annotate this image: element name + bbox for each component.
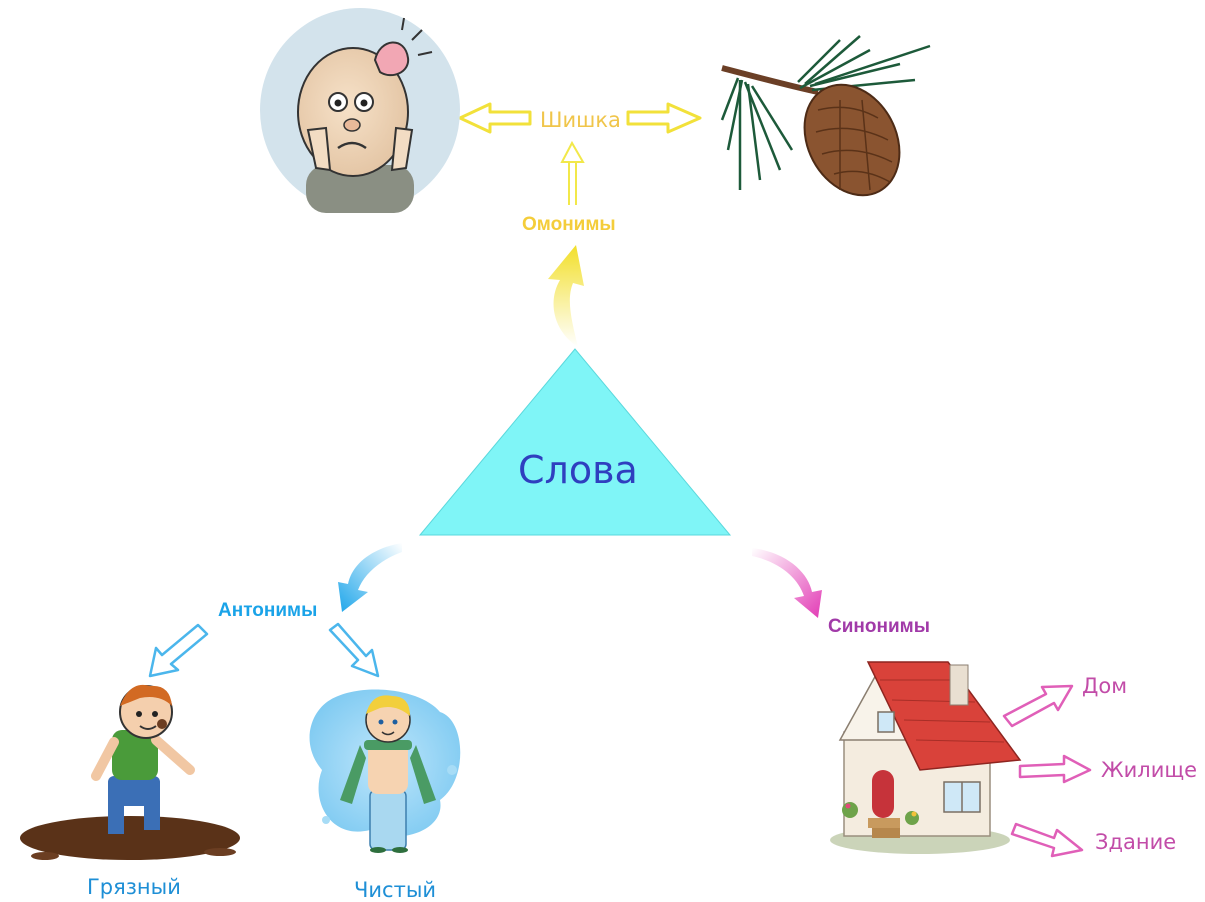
homonyms-label: Омонимы — [522, 214, 616, 235]
homonyms-up-arrow — [560, 140, 585, 205]
shishka-right-arrow — [626, 102, 702, 134]
center-triangle — [418, 348, 732, 536]
center-label: Слова — [518, 448, 638, 492]
synonym-word-dom: Дом — [1082, 674, 1128, 698]
muddy-boy-illustration — [20, 684, 240, 860]
house-arrow-zhilische — [1018, 754, 1092, 784]
antonyms-right-arrow — [328, 622, 380, 678]
house-arrow-dom — [1002, 684, 1074, 728]
homonym-word-shishka: Шишка — [540, 108, 621, 132]
synonyms-label: Синонимы — [828, 616, 930, 637]
antonyms-label: Антонимы — [218, 600, 318, 621]
pine-cone-illustration — [720, 35, 931, 197]
synonyms-curved-arrow — [752, 548, 822, 618]
homonyms-curved-arrow — [548, 245, 584, 347]
house-illustration — [830, 661, 1022, 854]
shishka-left-arrow — [458, 102, 532, 134]
antonyms-left-arrow — [148, 623, 209, 678]
clean-boy-illustration — [309, 689, 461, 853]
synonym-word-zhilische: Жилище — [1101, 758, 1198, 782]
house-arrow-zdanie — [1010, 822, 1084, 858]
synonym-word-zdanie: Здание — [1095, 830, 1177, 854]
bump-man-illustration — [260, 8, 460, 213]
antonym-word-clean: Чистый — [354, 878, 437, 902]
antonyms-curved-arrow — [338, 543, 402, 612]
antonym-word-dirty: Грязный — [87, 875, 181, 899]
